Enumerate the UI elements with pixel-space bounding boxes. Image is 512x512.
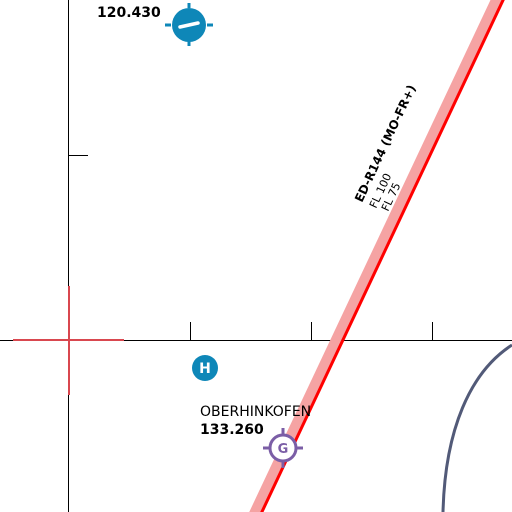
airfield-frequency: 120.430 (97, 5, 161, 21)
glider-icon-letter: G (278, 442, 289, 457)
restricted-area-buffer (249, 0, 504, 512)
heliport-icon-disc (192, 355, 218, 381)
glider-site-icon: G (263, 428, 303, 468)
glider-icon-ring (268, 433, 298, 463)
heliport-icon: H (192, 355, 218, 381)
glider-site-frequency: 133.260 (200, 422, 264, 438)
restricted-area-boundary (249, 0, 505, 512)
cross-marker (13, 286, 124, 395)
restricted-area-line (260, 0, 505, 512)
glider-site-name: OBERHINKOFEN (200, 404, 311, 420)
airfield-runway-icon (165, 3, 213, 46)
heliport-icon-letter: H (199, 361, 211, 377)
airspace-boundary-arc (441, 343, 512, 512)
airfield-icon-runway (178, 21, 200, 29)
